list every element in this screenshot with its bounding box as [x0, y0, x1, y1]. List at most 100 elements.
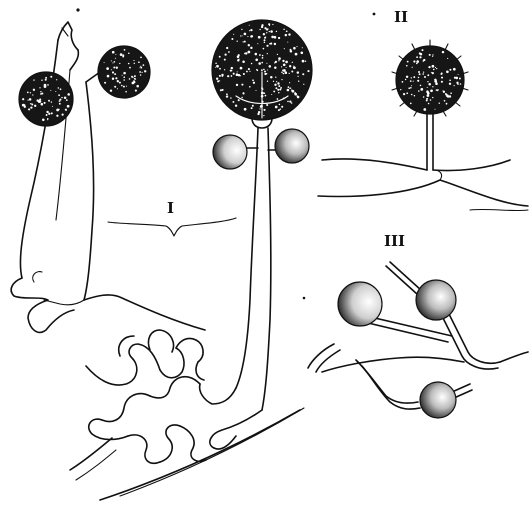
spore-speck [276, 31, 277, 32]
spore-speck [269, 43, 271, 45]
spore-speck [460, 83, 462, 85]
spore-speck [238, 54, 240, 56]
spore-speck [233, 73, 235, 75]
spore-speck [227, 96, 228, 97]
spore-speck [435, 82, 438, 85]
spiny-sporangium [396, 46, 464, 114]
spore-speck [411, 85, 412, 86]
spore-speck [281, 79, 282, 80]
spore-speck [426, 100, 428, 102]
spore-speck [307, 70, 309, 72]
spore-speck [125, 91, 127, 93]
spore-speck [285, 34, 287, 36]
spore-speck [297, 95, 298, 96]
spore-speck [447, 58, 448, 59]
spore-speck [40, 98, 42, 100]
spore-speck [119, 82, 121, 84]
spore-speck [66, 99, 68, 101]
spore-speck [64, 97, 67, 100]
spore-speck [230, 97, 232, 99]
spore-speck [126, 86, 127, 87]
spore-speck [280, 87, 282, 89]
spore-speck [244, 33, 247, 36]
spore-speck [51, 101, 52, 102]
spore-speck [261, 26, 263, 28]
spore-speck [122, 56, 124, 58]
spore-speck [136, 85, 139, 88]
spore-speck [441, 81, 443, 83]
spore-speck [59, 100, 61, 102]
spore-speck [255, 59, 258, 62]
label-iii: III [384, 232, 405, 250]
spore-speck [288, 86, 290, 88]
spore-speck [241, 97, 242, 98]
spore-speck [278, 60, 279, 61]
spore-speck [123, 72, 126, 75]
spore-speck [141, 67, 143, 69]
spore-speck [418, 90, 420, 92]
spore-speck [259, 29, 260, 30]
spore-speck [444, 100, 446, 102]
spore-speck [226, 93, 228, 95]
spore-speck [287, 89, 290, 92]
spore-speck [446, 70, 449, 73]
spore-speck [251, 107, 253, 109]
spore-speck [104, 62, 105, 63]
spore-speck [428, 103, 430, 105]
spore-speck [123, 76, 125, 78]
spore-speck [134, 63, 135, 64]
spore-speck [261, 62, 263, 64]
spore-speck [249, 71, 250, 72]
spore-speck [242, 61, 245, 64]
spore-speck [255, 53, 258, 56]
spore-speck [274, 43, 276, 45]
spore-speck [251, 63, 253, 65]
spore-speck [252, 79, 254, 81]
spore-speck [291, 102, 292, 103]
spore-speck [456, 82, 458, 84]
spore-speck [233, 34, 234, 35]
spore-speck [58, 87, 59, 88]
spore-speck [263, 109, 265, 111]
spore-speck [260, 106, 262, 108]
spore-speck [277, 98, 279, 100]
spore-speck [275, 87, 277, 89]
spore-speck [262, 57, 264, 59]
spore-speck [266, 32, 267, 33]
spore-speck [237, 71, 238, 72]
spore-speck [274, 66, 276, 68]
spore-speck [297, 76, 298, 77]
spore-speck [247, 36, 248, 37]
spore-speck [274, 84, 276, 86]
spore-speck [248, 44, 250, 46]
spore-speck [289, 73, 290, 74]
spore-speck [216, 77, 218, 79]
spore-speck [439, 102, 440, 103]
spore-speck [454, 77, 456, 79]
spore-speck [215, 63, 217, 65]
spore-speck [48, 113, 50, 115]
spore-speck [423, 59, 425, 61]
spore-speck [436, 68, 437, 69]
spore-speck [258, 62, 261, 65]
spore-speck [289, 82, 290, 83]
spore-speck [274, 62, 275, 63]
spore-speck [61, 97, 62, 98]
spore-speck [222, 75, 224, 77]
sporangium-iii-left [338, 282, 382, 326]
spore-speck [283, 63, 286, 66]
spore-speck [47, 118, 48, 119]
spore-speck [416, 60, 419, 63]
spore-speck [112, 71, 114, 73]
spore-speck [290, 87, 291, 88]
spore-speck [286, 67, 287, 68]
spore-speck [265, 95, 267, 97]
spore-speck [50, 90, 51, 91]
sporangium-iii-bottom [420, 382, 456, 418]
spore-speck [449, 95, 451, 97]
spore-speck [431, 90, 432, 91]
spore-speck [273, 90, 275, 92]
spore-speck [114, 73, 116, 75]
spore-speck [446, 103, 448, 105]
spore-speck [65, 109, 67, 111]
